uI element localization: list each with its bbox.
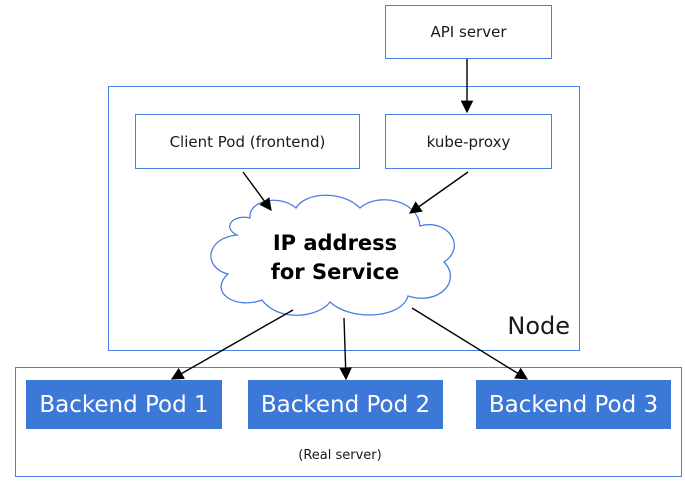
arrow-service-to-backend-1 <box>170 309 294 380</box>
client-pod-box <box>135 114 360 169</box>
arrow-service-to-backend-3 <box>411 307 529 380</box>
api-server-label: API server <box>430 23 507 41</box>
backend-pod-3: Backend Pod 3 <box>476 380 671 429</box>
service-ip-line2: for Service <box>270 260 400 284</box>
kube-proxy-box <box>385 114 552 169</box>
service-ip-line1: IP address <box>272 231 398 255</box>
kube-proxy-label: kube-proxy <box>426 132 511 151</box>
backend-pod-1: Backend Pod 1 <box>26 380 222 429</box>
backend-pod-2: Backend Pod 2 <box>248 380 443 429</box>
arrow-client-to-service <box>242 171 272 212</box>
node-label: Node <box>507 312 570 340</box>
real-server-label: (Real server) <box>298 447 382 463</box>
api-server-box <box>385 5 552 59</box>
arrow-kube-proxy-to-service <box>408 171 469 214</box>
arrow-service-to-backend-2 <box>339 317 352 381</box>
client-pod-label: Client Pod (frontend) <box>169 132 326 151</box>
service-cloud-shape <box>210 194 455 316</box>
service-ip-label: IP address for Service <box>240 228 430 288</box>
